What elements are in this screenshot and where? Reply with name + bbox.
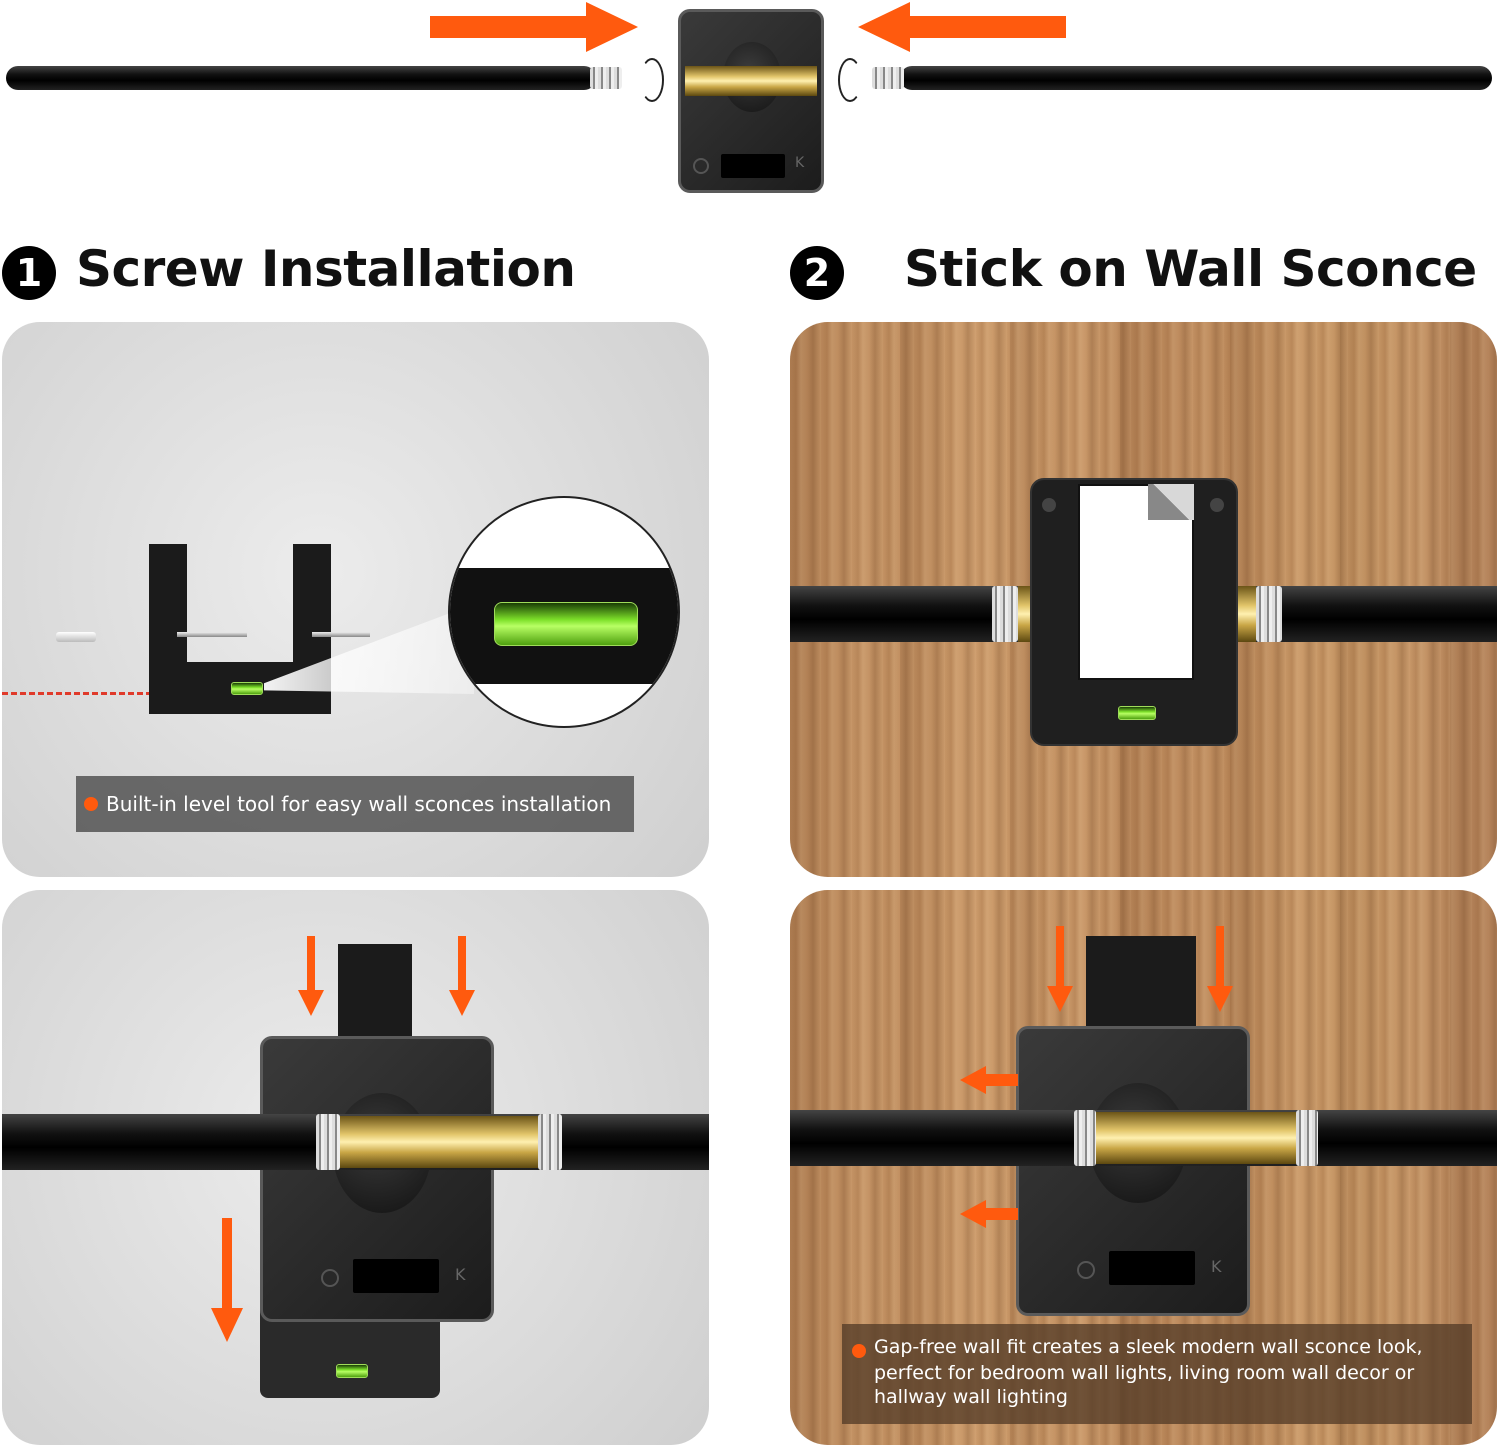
panel-adhesive-mount <box>790 322 1497 877</box>
arrow-down-head <box>1207 986 1233 1012</box>
caption-line-1: Gap-free wall fit creates a sleek modern… <box>874 1336 1423 1358</box>
back-plate <box>1030 478 1238 746</box>
rod-ferrule <box>1074 1110 1096 1166</box>
display-screen <box>1109 1251 1195 1285</box>
brass-connector <box>1096 1112 1296 1164</box>
left-rod-ferrule <box>590 67 622 89</box>
panel-level-tool: Built-in level tool for easy wall sconce… <box>2 322 709 877</box>
rod-ferrule <box>1296 1110 1318 1166</box>
caption-level-tool: Built-in level tool for easy wall sconce… <box>76 776 634 832</box>
screw-icon <box>312 632 370 637</box>
brass-connector <box>340 1116 538 1168</box>
key-label: K <box>1211 1257 1222 1276</box>
caption-text: Built-in level tool for easy wall sconce… <box>106 792 612 816</box>
light-bar-mount-device: K <box>260 1036 494 1322</box>
arrow-down-icon <box>1056 926 1064 988</box>
rotate-icon <box>838 58 862 102</box>
arrow-left-bar <box>984 1074 1018 1086</box>
screw-hole-icon <box>1210 498 1224 512</box>
step-2-title: Stick on Wall Sconce <box>904 240 1477 298</box>
arrow-right-head <box>586 2 638 52</box>
key-label: K <box>795 155 805 171</box>
rod-ferrule <box>992 586 1018 642</box>
level-vial-icon <box>1118 706 1156 720</box>
brass-connector <box>1236 586 1256 642</box>
arrow-down-icon <box>222 1218 232 1310</box>
rod-ferrule <box>538 1114 562 1170</box>
hero-illustration: K <box>0 0 1500 200</box>
caption-line-3: hallway wall lighting <box>874 1386 1068 1408</box>
arrow-left-icon <box>908 16 1066 38</box>
arrow-down-head <box>298 990 324 1016</box>
panel-final-fit: K Gap-free wall fit creates a sleek mode… <box>790 890 1497 1445</box>
level-guide-line <box>2 692 152 695</box>
bullet-dot <box>84 797 98 811</box>
level-vial-icon <box>231 682 263 695</box>
arrow-down-head <box>211 1308 243 1342</box>
display-screen <box>353 1259 439 1293</box>
power-icon <box>693 158 709 174</box>
rod-ferrule <box>1256 586 1282 642</box>
left-rod <box>6 66 596 90</box>
arrow-down-icon <box>458 936 466 992</box>
arrow-down-head <box>1047 986 1073 1012</box>
screw-icon <box>177 632 247 637</box>
right-rod-ferrule <box>872 67 904 89</box>
right-rod <box>900 66 1492 90</box>
arrow-left-head <box>858 2 910 52</box>
arrow-down-icon <box>1216 926 1224 988</box>
power-icon <box>1077 1261 1095 1279</box>
caption-gap-free: Gap-free wall fit creates a sleek modern… <box>842 1324 1472 1424</box>
arrow-left-icon <box>960 1200 986 1228</box>
arrow-left-icon <box>960 1066 986 1094</box>
power-icon <box>321 1269 339 1287</box>
rotate-icon <box>640 58 664 102</box>
brass-connector <box>685 66 817 96</box>
arrow-left-bar <box>984 1208 1018 1220</box>
arrow-down-head <box>449 990 475 1016</box>
top-bracket <box>338 944 412 1054</box>
top-bracket <box>1086 936 1196 1036</box>
light-bar-mount-device: K <box>678 9 824 193</box>
step-2-badge: 2 <box>790 246 844 300</box>
bullet-dot <box>852 1344 866 1358</box>
level-vial-zoom-icon <box>494 602 638 646</box>
rod-ferrule <box>316 1114 340 1170</box>
step-1-title: Screw Installation <box>76 240 576 298</box>
display-screen <box>721 154 785 178</box>
level-vial-icon <box>336 1364 368 1378</box>
panel-slide-install: K <box>2 890 709 1445</box>
arrow-right-icon <box>430 16 590 38</box>
arrow-down-icon <box>307 936 315 992</box>
level-zoom-circle <box>448 496 680 728</box>
screw-hole-icon <box>1042 498 1056 512</box>
key-label: K <box>455 1265 466 1284</box>
light-bar-mount-device: K <box>1016 1026 1250 1316</box>
wall-anchor-icon <box>56 632 96 642</box>
step-1-badge: 1 <box>2 246 56 300</box>
peel-corner-icon <box>1148 484 1194 520</box>
caption-line-2: perfect for bedroom wall lights, living … <box>874 1362 1415 1384</box>
